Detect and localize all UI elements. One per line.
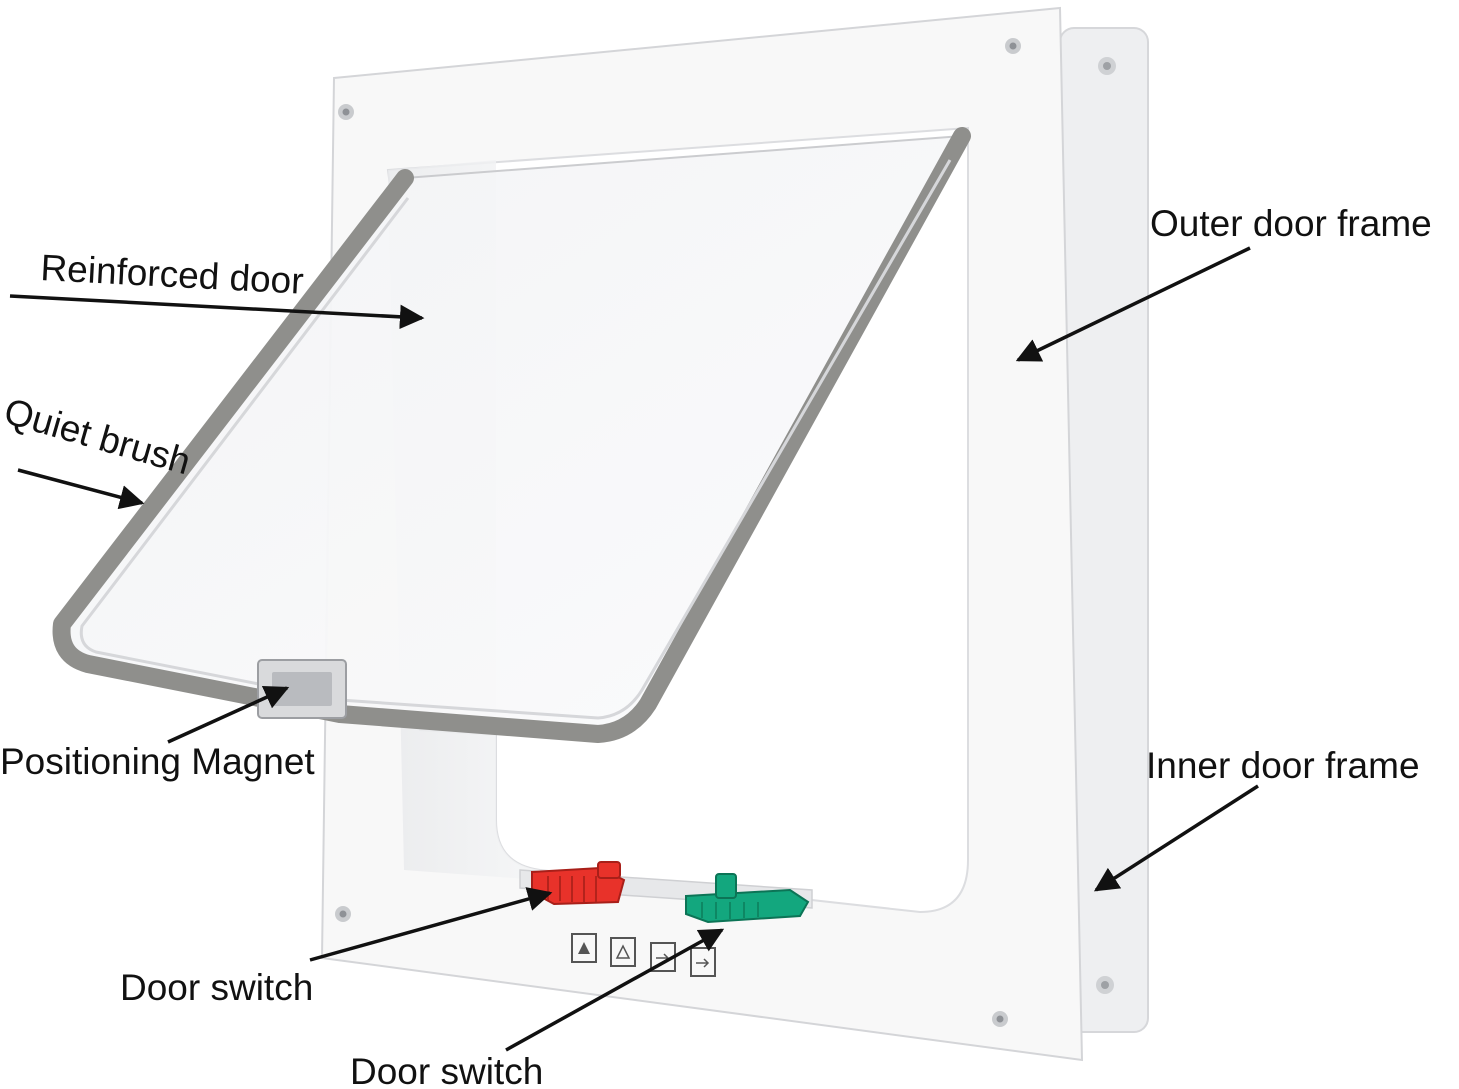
label-quiet-brush: Quiet brush <box>0 390 195 482</box>
green-door-switch <box>685 873 810 924</box>
label-door-switch-1: Door switch <box>120 967 313 1008</box>
outer-door-frame-arrow <box>1015 246 1251 362</box>
door-switch-1-arrow <box>309 887 553 962</box>
label-inner-door-frame: Inner door frame <box>1146 745 1420 786</box>
inner-door-frame-arrow <box>1093 784 1259 892</box>
label-door-switch-2: Door switch <box>350 1051 543 1089</box>
label-positioning-magnet: Positioning Magnet <box>0 741 315 782</box>
lock-in-icon <box>571 933 597 963</box>
door-switch-2-arrow <box>505 928 725 1052</box>
label-outer-door-frame: Outer door frame <box>1150 203 1432 244</box>
callout-arrows <box>9 246 1259 1052</box>
lock-out-icon <box>610 937 636 967</box>
reinforced-door-flap <box>52 127 971 743</box>
red-door-switch <box>531 861 626 906</box>
label-reinforced-door: Reinforced door <box>40 247 305 302</box>
positioning-magnet-arrow <box>167 685 290 744</box>
quiet-brush-arrow <box>17 468 145 510</box>
reinforced-door-arrow <box>9 294 425 330</box>
